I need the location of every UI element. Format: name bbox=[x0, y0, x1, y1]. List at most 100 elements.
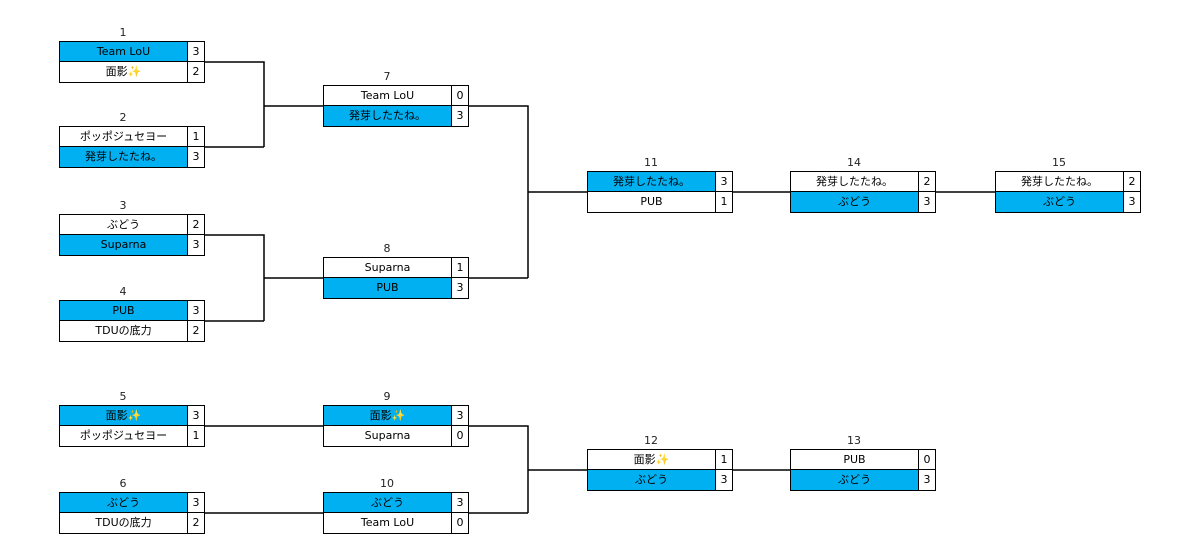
team-name: Suparna bbox=[324, 426, 452, 446]
match-number: 13 bbox=[847, 434, 861, 447]
team-name: ぶどう bbox=[60, 215, 188, 234]
team-name: PUB bbox=[588, 192, 716, 212]
team-name: PUB bbox=[60, 301, 188, 320]
connector-bracket bbox=[469, 425, 529, 514]
team-score: 1 bbox=[188, 426, 204, 446]
team-name: ポッポジュセヨー bbox=[60, 426, 188, 446]
match-number: 5 bbox=[119, 390, 127, 403]
team-score: 0 bbox=[452, 86, 468, 105]
team-name: 発芽したたね。 bbox=[324, 106, 452, 126]
team-score: 2 bbox=[919, 172, 935, 191]
team-score: 0 bbox=[452, 426, 468, 446]
match-number: 3 bbox=[119, 199, 127, 212]
team-name: 発芽したたね。 bbox=[588, 172, 716, 191]
team-name: 発芽したたね。 bbox=[791, 172, 919, 191]
connector-bracket bbox=[205, 61, 265, 148]
match-number: 10 bbox=[380, 477, 394, 490]
loser-row: 発芽したたね。2 bbox=[995, 171, 1141, 192]
team-score: 3 bbox=[188, 147, 204, 167]
team-score: 3 bbox=[716, 470, 732, 490]
team-name: 面影✨ bbox=[60, 406, 188, 425]
match-number: 8 bbox=[383, 242, 391, 255]
match-number: 1 bbox=[119, 26, 127, 39]
team-name: Team LoU bbox=[60, 42, 188, 61]
match-number: 9 bbox=[383, 390, 391, 403]
team-name: 発芽したたね。 bbox=[996, 172, 1124, 191]
match-number: 6 bbox=[119, 477, 127, 490]
team-name: ぶどう bbox=[996, 192, 1124, 212]
team-name: ぶどう bbox=[791, 192, 919, 212]
team-score: 3 bbox=[452, 493, 468, 512]
team-score: 3 bbox=[452, 406, 468, 425]
team-name: TDUの底力 bbox=[60, 321, 188, 341]
team-name: Team LoU bbox=[324, 513, 452, 533]
team-score: 1 bbox=[716, 450, 732, 469]
team-score: 3 bbox=[188, 301, 204, 320]
loser-row: 面影✨1 bbox=[587, 449, 733, 470]
team-score: 3 bbox=[452, 278, 468, 298]
team-name: TDUの底力 bbox=[60, 513, 188, 533]
team-score: 2 bbox=[1124, 172, 1140, 191]
team-name: ぶどう bbox=[588, 470, 716, 490]
team-name: 面影✨ bbox=[60, 62, 188, 82]
team-name: PUB bbox=[791, 450, 919, 469]
loser-row: 発芽したたね。2 bbox=[790, 171, 936, 192]
team-name: 面影✨ bbox=[588, 450, 716, 469]
team-name: 面影✨ bbox=[324, 406, 452, 425]
team-score: 3 bbox=[188, 235, 204, 255]
team-name: Suparna bbox=[60, 235, 188, 255]
team-score: 3 bbox=[716, 172, 732, 191]
team-score: 1 bbox=[716, 192, 732, 212]
team-name: Suparna bbox=[324, 258, 452, 277]
team-score: 3 bbox=[188, 493, 204, 512]
team-score: 0 bbox=[919, 450, 935, 469]
connector-bracket bbox=[469, 105, 529, 279]
team-name: ぶどう bbox=[324, 493, 452, 512]
match-number: 12 bbox=[644, 434, 658, 447]
match-number: 4 bbox=[119, 285, 127, 298]
team-name: ポッポジュセヨー bbox=[60, 127, 188, 146]
winner-row: 発芽したたね。3 bbox=[587, 171, 733, 192]
match-number: 2 bbox=[119, 111, 127, 124]
team-score: 3 bbox=[919, 192, 935, 212]
winner-row: 発芽したたね。3 bbox=[59, 147, 205, 168]
team-name: ぶどう bbox=[60, 493, 188, 512]
team-score: 3 bbox=[919, 470, 935, 490]
team-name: Team LoU bbox=[324, 86, 452, 105]
team-name: 発芽したたね。 bbox=[60, 147, 188, 167]
connector-bracket bbox=[205, 234, 265, 322]
team-score: 3 bbox=[188, 42, 204, 61]
match-number: 7 bbox=[383, 70, 391, 83]
winner-row: 面影✨3 bbox=[323, 405, 469, 426]
team-score: 3 bbox=[188, 406, 204, 425]
winner-row: 発芽したたね。3 bbox=[323, 106, 469, 127]
team-name: PUB bbox=[324, 278, 452, 298]
